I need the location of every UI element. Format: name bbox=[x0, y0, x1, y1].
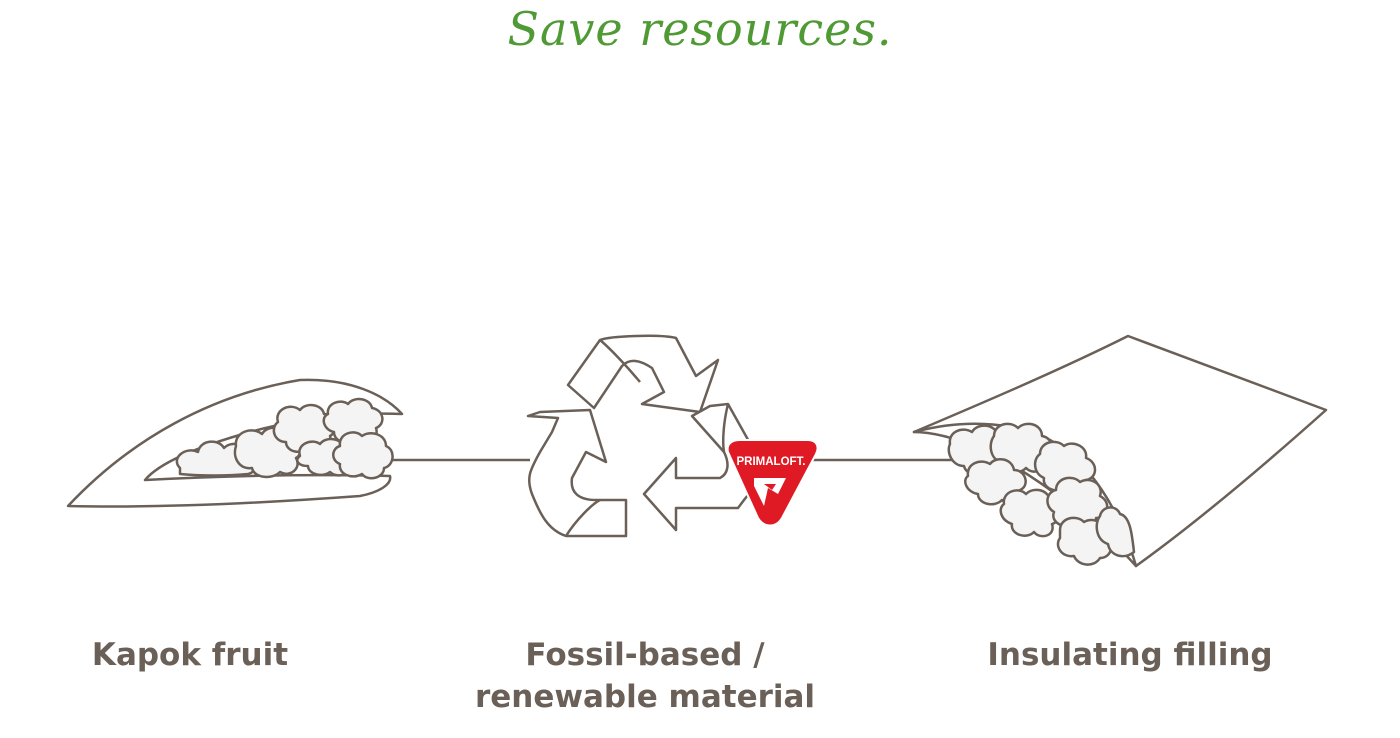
recycle-icon bbox=[526, 334, 759, 538]
label-line-1: Fossil-based / bbox=[525, 637, 765, 673]
primaloft-logo-text: PRIMALOFT. bbox=[737, 456, 806, 468]
kapok-fruit-icon bbox=[66, 378, 404, 508]
label-fossil-renewable-material: Fossil-based / renewable material bbox=[430, 634, 860, 718]
label-insulating-filling: Insulating filling bbox=[987, 637, 1273, 673]
label-line-2: renewable material bbox=[474, 679, 816, 715]
insulating-pillow-icon bbox=[912, 334, 1328, 568]
primaloft-logo-icon: PRIMALOFT. bbox=[726, 439, 819, 527]
label-kapok-fruit: Kapok fruit bbox=[91, 637, 289, 673]
page-title: Save resources. bbox=[507, 2, 893, 56]
